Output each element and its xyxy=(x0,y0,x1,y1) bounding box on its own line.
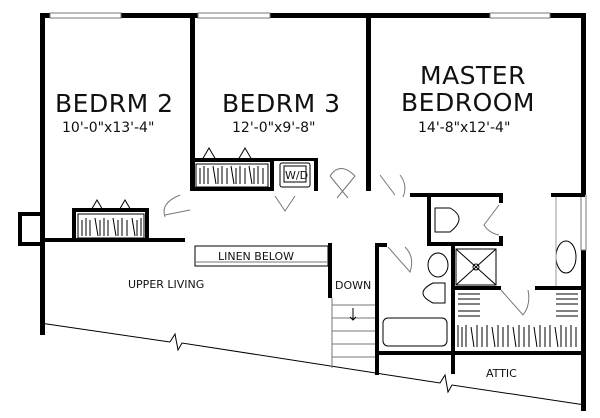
washer-dryer-label: W/D xyxy=(285,169,308,182)
stairs-down-label: DOWN xyxy=(335,279,371,292)
stairs xyxy=(194,245,375,368)
room-size-master: 14'-8"x12'-4" xyxy=(418,120,510,136)
room-size-bedroom-2: 10'-0"x13'-4" xyxy=(62,120,154,136)
room-label-bedroom-3: BEDRM 3 xyxy=(222,89,341,118)
room-label-bedroom-2: BEDRM 2 xyxy=(55,89,174,118)
room-size-bedroom-3: 12'-0"x9'-8" xyxy=(232,120,316,136)
room-label-master-2: BEDROOM xyxy=(401,88,535,117)
windows xyxy=(49,12,587,251)
room-label-master: MASTER xyxy=(420,61,526,90)
attic-label: ATTIC xyxy=(486,367,517,380)
closet-shelving xyxy=(77,147,578,348)
interior-walls xyxy=(18,13,585,375)
upper-living-label: UPPER LIVING xyxy=(128,278,204,291)
washer-dryer: W/D xyxy=(279,162,311,188)
linen-label: LINEN BELOW xyxy=(218,250,294,263)
bathroom-fixtures xyxy=(382,197,577,347)
doors xyxy=(163,168,530,316)
